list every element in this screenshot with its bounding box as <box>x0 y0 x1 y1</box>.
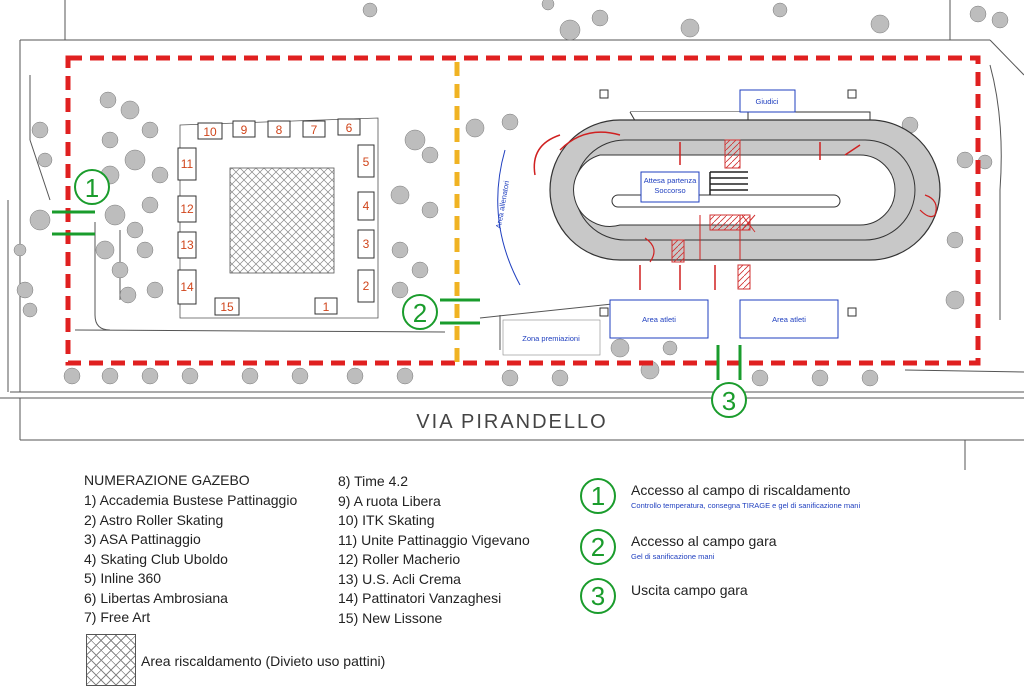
legend-item: 4) Skating Club Uboldo <box>84 550 228 567</box>
legend-item: 7) Free Art <box>84 609 151 625</box>
site-map: 1 2 3 10 9 8 7 6 5 4 3 2 1 15 11 12 13 1… <box>0 0 1024 470</box>
access-number-badge: 2 <box>580 529 616 565</box>
area-atleti-label: Area atleti <box>642 315 676 324</box>
legend-item: 9) A ruota Libera <box>338 492 441 509</box>
gazebo-boxes <box>177 118 375 316</box>
legend-item: 8) Time 4.2 <box>338 473 409 489</box>
legend-item: 12) Roller Macherio <box>338 551 461 567</box>
gazebo-number: 10 <box>203 125 217 139</box>
gazebo-number: 15 <box>220 300 234 314</box>
gazebo-number: 3 <box>363 237 370 251</box>
legend-item: 13) U.S. Acli Crema <box>338 570 461 587</box>
gazebo-number: 14 <box>180 280 194 294</box>
gazebo-number: 13 <box>180 238 194 252</box>
access-title: Accesso al campo di riscaldamento <box>631 482 851 498</box>
access-marker-3: 3 <box>722 386 736 416</box>
warmup-legend-label: Area riscaldamento (Divieto uso pattini) <box>141 653 386 669</box>
gazebo-legend-col-2: 8) Time 4.2 9) A ruota Libera 10) ITK Sk… <box>338 472 530 628</box>
access-title: Accesso al campo gara <box>631 533 777 549</box>
legend-item: 3) ASA Pattinaggio <box>84 531 201 547</box>
gazebo-legend-col-1: 1) Accademia Bustese Pattinaggio 2) Astr… <box>84 491 297 628</box>
gazebo-number: 11 <box>181 157 194 171</box>
attesa-box <box>640 171 700 203</box>
access-subtitle: Controllo temperatura, consegna TIRAGE e… <box>631 501 861 510</box>
area-atleti-right <box>739 299 839 339</box>
gazebo-legend-title: NUMERAZIONE GAZEBO <box>84 472 250 488</box>
gazebo-number: 4 <box>363 199 370 213</box>
gazebo-number: 6 <box>346 121 353 135</box>
gazebo-number: 2 <box>363 279 370 293</box>
warmup-legend-swatch <box>86 634 136 686</box>
legend-item: 14) Pattinatori Vanzaghesi <box>338 590 502 606</box>
access-number-badge: 3 <box>580 578 616 614</box>
legend-item: 5) Inline 360 <box>84 570 162 586</box>
zona-premiazioni <box>502 319 601 356</box>
map-text: 1 2 3 10 9 8 7 6 5 4 3 2 1 15 11 12 13 1… <box>85 97 806 433</box>
warmup-area <box>229 167 335 274</box>
area-allenatori-label: Area allenatori <box>494 180 511 230</box>
legend-item: 11) Unite Pattinaggio Vigevano <box>338 531 530 548</box>
access-circles <box>74 169 747 418</box>
gazebo-number: 12 <box>180 202 194 216</box>
giudici-box <box>739 89 796 113</box>
gazebo-number: 7 <box>311 123 318 137</box>
access-subtitle: Gel di sanificazione mani <box>631 552 715 561</box>
gazebo-number: 5 <box>363 155 370 169</box>
legend-item: 1) Accademia Bustese Pattinaggio <box>84 492 298 508</box>
legend-item: 2) Astro Roller Skating <box>84 511 224 528</box>
legend-item: 15) New Lissone <box>338 609 443 626</box>
gazebo-number: 1 <box>323 300 330 314</box>
soccorso-label: Soccorso <box>654 186 685 195</box>
access-number-badge: 1 <box>580 478 616 514</box>
access-marker-1: 1 <box>85 173 99 203</box>
start-lines <box>709 171 748 195</box>
attesa-label: Attesa partenza <box>644 176 697 185</box>
street-lines <box>0 0 1024 470</box>
legend-item: 6) Libertas Ambrosiana <box>84 589 228 606</box>
gazebo-zone <box>177 117 379 319</box>
access-title: Uscita campo gara <box>631 582 748 598</box>
structures <box>497 89 857 356</box>
access-marker-2: 2 <box>413 298 427 328</box>
gazebo-number: 8 <box>276 123 283 137</box>
area-atleti-label: Area atleti <box>772 315 806 324</box>
gazebo-number: 9 <box>241 123 248 137</box>
giudici-label: Giudici <box>756 97 779 106</box>
track <box>533 111 941 290</box>
zona-premiazioni-label: Zona premiazioni <box>522 334 580 343</box>
access-gates <box>52 210 742 380</box>
street-name: VIA PIRANDELLO <box>416 411 607 433</box>
area-atleti-left <box>609 299 709 339</box>
legend-item: 10) ITK Skating <box>338 512 435 528</box>
